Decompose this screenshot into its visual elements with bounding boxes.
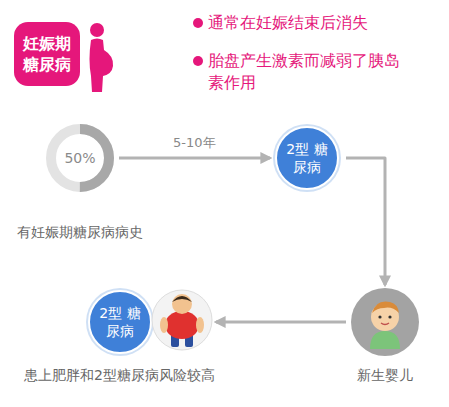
disease-circle-outline <box>272 123 342 193</box>
node-text-area: 50% <box>45 123 115 193</box>
node-text: 2型 糖尿病 <box>280 140 334 176</box>
donut-share <box>51 129 109 187</box>
node-text: 50% <box>64 150 95 166</box>
flow-arrow <box>119 157 270 160</box>
man-arm <box>160 317 168 333</box>
disease-obesity-circle: 2型 糖尿病患上肥胖和2型糖尿病风险较高 <box>86 287 214 357</box>
blue-circle <box>276 127 338 189</box>
node-text-area: 2型 糖尿病 <box>280 123 334 193</box>
circle-halo <box>273 124 341 192</box>
man-hair <box>172 296 192 302</box>
baby-ground <box>351 288 419 356</box>
newborn-circle: 新生婴儿 <box>350 287 420 357</box>
edge-label: 5-10年 <box>171 134 218 152</box>
disease-circle: 2型 糖尿病 <box>272 123 342 193</box>
flow-arrow <box>216 321 346 324</box>
bullet-dot <box>193 18 203 28</box>
circle-halo <box>86 288 154 356</box>
baby-mouth <box>381 323 389 325</box>
donut-ring <box>51 129 109 187</box>
condition-box: 妊娠期 糖尿病 <box>14 22 80 86</box>
blue-circle <box>89 291 151 353</box>
man-shirt <box>165 311 199 339</box>
baby-eye <box>378 315 381 318</box>
man-head <box>172 294 192 314</box>
baby-eye <box>388 315 391 318</box>
node-text: 妊娠期 糖尿病 <box>22 33 72 75</box>
disease-obesity-circle-outline <box>86 287 214 357</box>
caption-text: 新生婴儿 <box>357 367 413 385</box>
bullet-text: 胎盘产生激素而减弱了胰岛素作用 <box>208 50 408 94</box>
bullet-text: 通常在妊娠结束后消失 <box>208 12 438 34</box>
icon-ground <box>152 290 212 350</box>
man-arm <box>196 317 204 333</box>
node-text: 2型 糖尿病 <box>94 304 146 340</box>
node-text-area: 2型 糖尿病 <box>94 287 146 357</box>
pregnant-silhouette <box>90 23 114 92</box>
newborn-circle-outline <box>350 287 420 357</box>
caption-text: 有妊娠期糖尿病病史 <box>17 224 143 242</box>
baby-body <box>370 331 400 349</box>
percent-donut: 50%有妊娠期糖尿病病史 <box>45 123 115 193</box>
baby-hair <box>372 301 399 313</box>
caption-text: 患上肥胖和2型糖尿病风险较高 <box>24 367 215 385</box>
bullet-dot <box>193 56 203 66</box>
flow-arrow <box>346 158 385 285</box>
